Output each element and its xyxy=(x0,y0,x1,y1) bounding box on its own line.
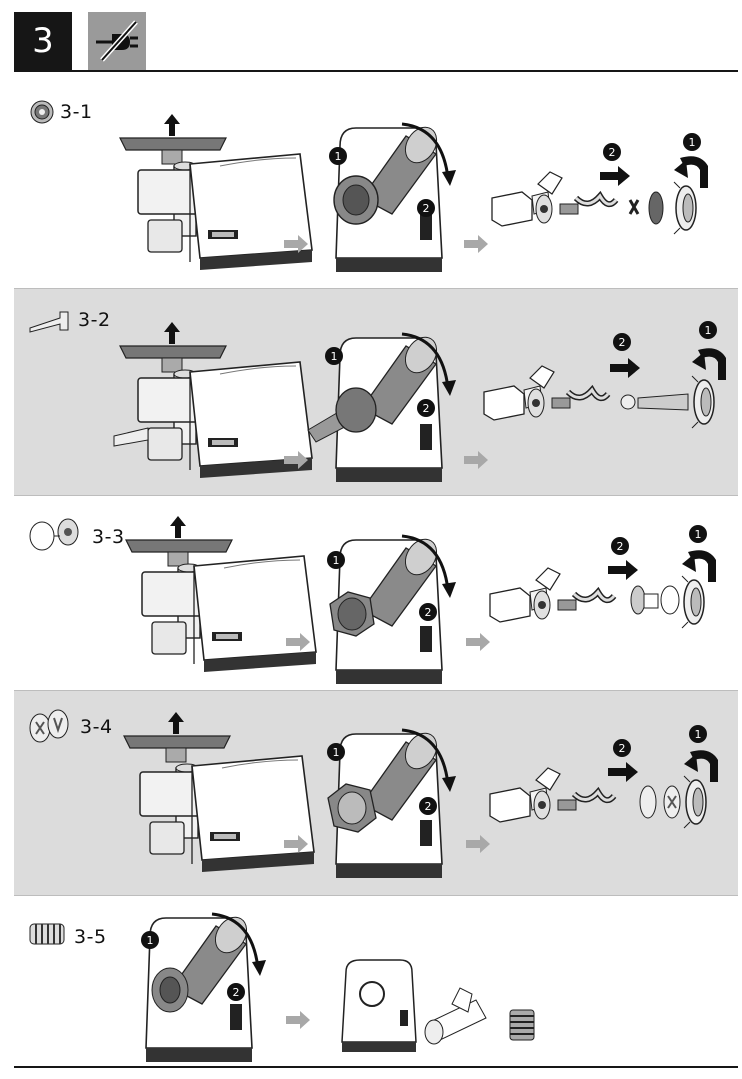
grinder-tray-removal-illustration xyxy=(120,110,290,284)
svg-text:2: 2 xyxy=(423,402,430,415)
step-number: 3 xyxy=(14,12,72,70)
unscrew-ring-illustration: 1 2 xyxy=(320,120,460,284)
svg-text:1: 1 xyxy=(331,350,338,363)
grinder-tray-removal-illustration xyxy=(106,318,276,492)
next-step-arrow xyxy=(284,234,310,258)
svg-text:2: 2 xyxy=(609,146,616,159)
remove-spring-cone-illustration: 1 2 xyxy=(132,912,262,1066)
svg-text:2: 2 xyxy=(617,540,624,553)
cookie-discs-icon xyxy=(26,706,72,750)
exploded-parts-illustration: 2 1 xyxy=(488,524,723,638)
callout-2: 2 xyxy=(423,202,430,215)
section-label: 3-5 xyxy=(74,926,107,948)
svg-text:2: 2 xyxy=(619,742,626,755)
svg-text:2: 2 xyxy=(619,336,626,349)
exploded-parts-illustration: 2 1 xyxy=(482,320,727,444)
next-step-arrow xyxy=(284,834,310,858)
svg-text:2: 2 xyxy=(425,606,432,619)
spring-cone-icon xyxy=(28,920,68,952)
svg-text:1: 1 xyxy=(333,746,340,759)
svg-text:1: 1 xyxy=(689,136,696,149)
unscrew-ring-illustration: 1 2 xyxy=(306,330,460,494)
svg-text:1: 1 xyxy=(147,934,154,947)
svg-text:2: 2 xyxy=(425,800,432,813)
cutting-disc-icon xyxy=(30,100,54,128)
next-step-arrow xyxy=(466,834,492,858)
svg-text:1: 1 xyxy=(695,728,702,741)
disassembled-parts-illustration xyxy=(336,960,556,1064)
unscrew-ring-illustration: 1 2 xyxy=(316,532,456,696)
svg-text:1: 1 xyxy=(705,324,712,337)
next-step-arrow xyxy=(286,1010,312,1034)
sausage-nozzle-icon xyxy=(28,308,74,338)
callout-1: 1 xyxy=(335,150,342,163)
unplug-icon xyxy=(88,12,146,70)
exploded-parts-illustration: 2 1 xyxy=(488,722,723,836)
grinder-tray-removal-illustration xyxy=(120,700,290,884)
next-step-arrow xyxy=(464,450,490,474)
svg-text:1: 1 xyxy=(695,528,702,541)
kebbe-attachment-icon xyxy=(28,514,86,558)
next-step-arrow xyxy=(286,632,312,656)
svg-text:2: 2 xyxy=(233,986,240,999)
grinder-tray-removal-illustration xyxy=(120,512,290,686)
svg-text:1: 1 xyxy=(333,554,340,567)
section-label: 3-1 xyxy=(60,101,93,123)
unscrew-ring-illustration: 1 2 xyxy=(316,726,456,890)
exploded-parts-illustration: 2 1 xyxy=(486,130,721,244)
section-label: 3-4 xyxy=(80,716,113,738)
